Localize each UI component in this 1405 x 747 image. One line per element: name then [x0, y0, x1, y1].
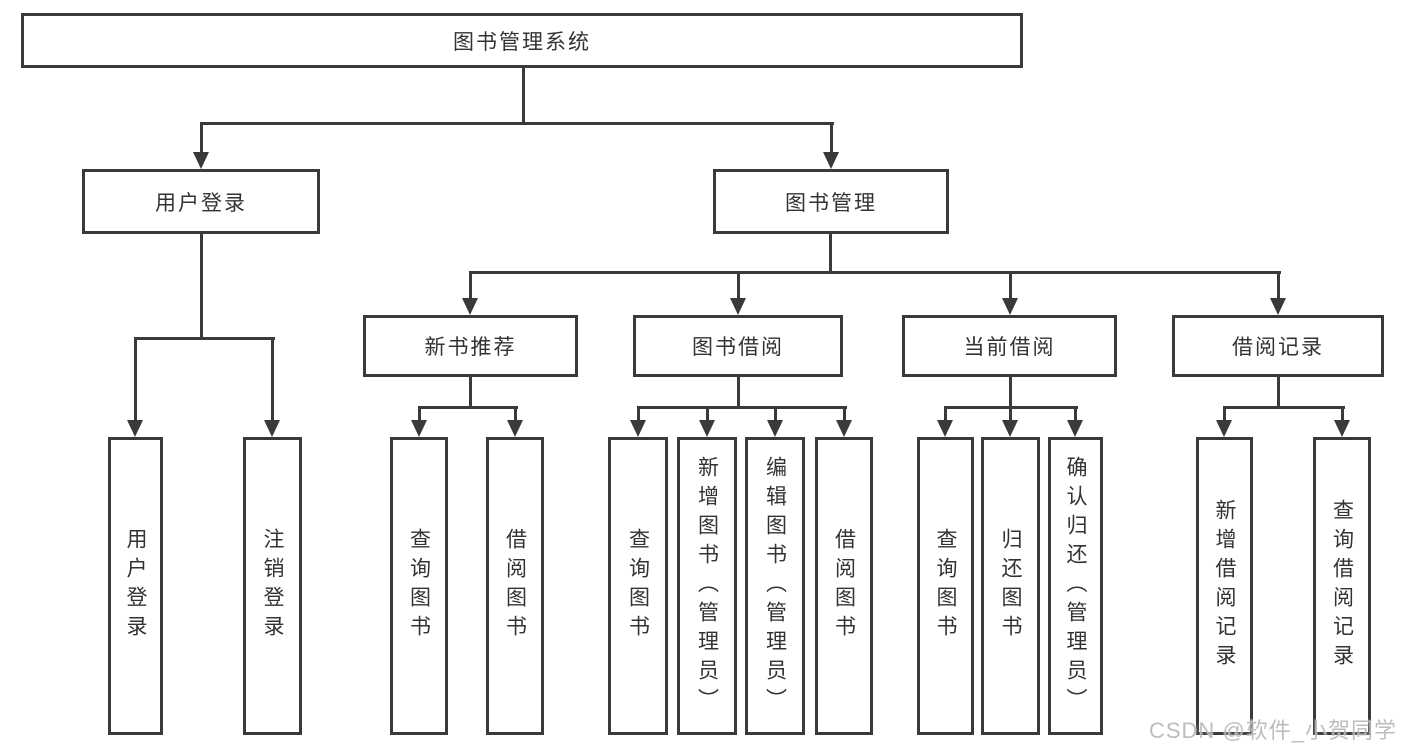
- connector-line: [514, 406, 517, 423]
- connector-line: [737, 271, 740, 301]
- arrow-down-icon: [264, 420, 280, 437]
- leaf-query-borrow-record: 查询借阅记录: [1313, 437, 1371, 735]
- node-label: 新增图书（管理员）: [695, 455, 719, 717]
- connector-line: [200, 234, 203, 340]
- connector-line: [469, 377, 472, 409]
- leaf-borrow-books-borrowing: 借阅图书: [815, 437, 873, 735]
- node-label: 查询图书: [407, 528, 431, 644]
- connector-line: [201, 122, 834, 125]
- connector-line: [638, 406, 847, 409]
- leaf-add-book-admin: 新增图书（管理员）: [677, 437, 737, 735]
- arrow-down-icon: [823, 152, 839, 169]
- node-label: 借阅图书: [503, 528, 527, 644]
- connector-line: [470, 271, 1281, 274]
- node-current-borrowing: 当前借阅: [902, 315, 1117, 377]
- node-label: 用户登录: [124, 528, 147, 644]
- connector-line: [134, 337, 137, 423]
- arrow-down-icon: [1067, 420, 1083, 437]
- connector-line: [830, 122, 833, 155]
- leaf-query-books-recommend: 查询图书: [390, 437, 448, 735]
- connector-line: [1223, 406, 1226, 423]
- leaf-query-books-borrowing: 查询图书: [608, 437, 668, 735]
- connector-line: [637, 406, 640, 423]
- connector-line: [469, 271, 472, 301]
- leaf-user-login: 用户登录: [108, 437, 163, 735]
- connector-line: [522, 68, 525, 124]
- node-book-management: 图书管理: [713, 169, 949, 234]
- connector-line: [706, 406, 709, 423]
- arrow-down-icon: [127, 420, 143, 437]
- arrow-down-icon: [193, 152, 209, 169]
- node-label: 借阅图书: [832, 528, 856, 644]
- leaf-logout: 注销登录: [243, 437, 302, 735]
- leaf-borrow-books-recommend: 借阅图书: [486, 437, 544, 735]
- arrow-down-icon: [462, 298, 478, 315]
- connector-line: [829, 234, 832, 274]
- node-book-borrowing: 图书借阅: [633, 315, 843, 377]
- leaf-query-books-current: 查询图书: [917, 437, 974, 735]
- node-label: 新书推荐: [424, 336, 517, 359]
- node-user-login: 用户登录: [82, 169, 320, 234]
- connector-line: [1224, 406, 1345, 409]
- leaf-add-borrow-record: 新增借阅记录: [1196, 437, 1253, 735]
- connector-line: [1009, 271, 1012, 301]
- node-new-book-recommend: 新书推荐: [363, 315, 578, 377]
- node-label: 查询图书: [626, 528, 650, 644]
- node-label: 新增借阅记录: [1213, 499, 1236, 673]
- arrow-down-icon: [411, 420, 427, 437]
- node-label: 图书管理: [785, 191, 877, 215]
- arrow-down-icon: [730, 298, 746, 315]
- node-label: 编辑图书（管理员）: [763, 455, 787, 717]
- node-label: 当前借阅: [963, 336, 1056, 359]
- connector-line: [271, 337, 274, 423]
- connector-line: [774, 406, 777, 423]
- arrow-down-icon: [630, 420, 646, 437]
- connector-line: [1074, 406, 1077, 423]
- leaf-confirm-return-admin: 确认归还（管理员）: [1048, 437, 1103, 735]
- arrow-down-icon: [1270, 298, 1286, 315]
- leaf-edit-book-admin: 编辑图书（管理员）: [745, 437, 805, 735]
- connector-line: [1341, 406, 1344, 423]
- node-label: 借阅记录: [1232, 336, 1324, 359]
- node-label: 归还图书: [999, 528, 1022, 644]
- connector-line: [135, 337, 275, 340]
- arrow-down-icon: [1334, 420, 1350, 437]
- node-library-management-system: 图书管理系统: [21, 13, 1023, 68]
- connector-line: [1277, 377, 1280, 409]
- connector-line: [1009, 377, 1012, 409]
- arrow-down-icon: [507, 420, 523, 437]
- arrow-down-icon: [1216, 420, 1232, 437]
- arrow-down-icon: [699, 420, 715, 437]
- arrow-down-icon: [1002, 298, 1018, 315]
- node-borrowing-records: 借阅记录: [1172, 315, 1384, 377]
- connector-line: [200, 122, 203, 155]
- node-label: 图书管理系统: [453, 30, 591, 54]
- node-label: 查询借阅记录: [1330, 499, 1354, 673]
- arrow-down-icon: [836, 420, 852, 437]
- connector-line: [419, 406, 518, 409]
- arrow-down-icon: [1002, 420, 1018, 437]
- connector-line: [843, 406, 846, 423]
- watermark: CSDN @软件_小贺同学: [1148, 718, 1397, 743]
- connector-line: [944, 406, 947, 423]
- connector-line: [1277, 271, 1280, 301]
- arrow-down-icon: [767, 420, 783, 437]
- node-label: 查询图书: [934, 528, 957, 644]
- leaf-return-books: 归还图书: [981, 437, 1040, 735]
- connector-line: [1009, 406, 1012, 423]
- node-label: 图书借阅: [692, 336, 784, 359]
- arrow-down-icon: [937, 420, 953, 437]
- connector-line: [737, 377, 740, 409]
- node-label: 确认归还（管理员）: [1064, 455, 1087, 717]
- node-label: 注销登录: [261, 528, 284, 644]
- connector-line: [418, 406, 421, 423]
- node-label: 用户登录: [155, 191, 247, 215]
